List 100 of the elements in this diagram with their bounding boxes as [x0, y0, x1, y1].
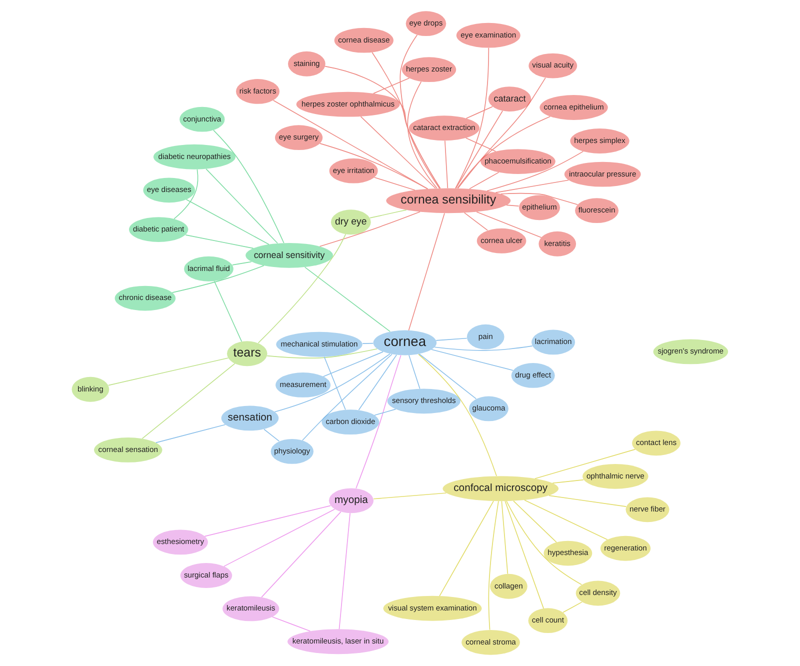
connector — [323, 351, 384, 377]
connector — [324, 66, 441, 189]
connector — [362, 342, 374, 344]
connector — [258, 234, 346, 344]
node-ellipse: visual acuity — [528, 53, 578, 78]
connector — [418, 354, 497, 476]
node-ellipse: cataract extraction — [408, 116, 480, 141]
node-ellipse: eye drops — [406, 11, 446, 36]
node-ellipse: diabetic neuropathies — [153, 144, 236, 170]
node-ellipse: glaucoma — [468, 396, 508, 422]
connector — [338, 512, 350, 630]
node-ellipse: confocal microscopy — [442, 476, 559, 502]
node-ellipse: cornea disease — [334, 28, 394, 53]
node-ellipse: risk factors — [236, 79, 280, 104]
node-ellipse: carbon dioxide — [322, 410, 380, 435]
node-ellipse: intraocular pressure — [564, 162, 641, 187]
node-ellipse: lacrimation — [532, 330, 576, 355]
connector — [302, 354, 392, 441]
connector — [486, 151, 584, 192]
node-ellipse: pain — [466, 324, 504, 350]
connector — [142, 363, 236, 439]
node-ellipse: myopia — [328, 488, 374, 514]
connector — [408, 354, 420, 390]
connector — [455, 110, 503, 189]
connector — [504, 500, 544, 609]
connector — [439, 500, 494, 596]
connector — [224, 508, 336, 567]
connector — [464, 212, 488, 231]
connector — [264, 428, 280, 442]
node-ellipse: eye surgery — [275, 125, 323, 150]
node-ellipse: hypesthesia — [544, 540, 592, 566]
connector — [156, 424, 226, 444]
connector — [506, 204, 520, 206]
connector — [552, 479, 584, 484]
connector — [108, 358, 229, 386]
connector — [562, 602, 582, 613]
node-ellipse: cornea epithelium — [540, 95, 608, 120]
node-ellipse: ophthalmic nerve — [582, 464, 648, 489]
node-ellipse: measurement — [276, 372, 331, 398]
connector — [455, 47, 490, 189]
connector — [174, 169, 198, 220]
connector — [476, 211, 542, 238]
node-ellipse: diabetic patient — [129, 217, 188, 242]
connector — [185, 234, 254, 249]
node-ellipse: phacoemulsification — [480, 149, 556, 174]
node-ellipse: epithelium — [518, 195, 560, 220]
connector — [418, 354, 477, 400]
connector — [213, 130, 284, 244]
connector — [407, 81, 438, 189]
node-ellipse: mechanical stimulation — [276, 332, 362, 357]
connector — [266, 348, 378, 358]
connector — [374, 408, 396, 416]
node-ellipse: cell density — [576, 580, 620, 606]
connector — [358, 354, 397, 410]
connector — [272, 100, 428, 190]
node-ellipse: cell count — [528, 608, 568, 634]
node-ellipse: regeneration — [600, 536, 651, 561]
connector — [506, 500, 582, 586]
node-ellipse: dry eye — [330, 210, 371, 235]
connector — [374, 176, 416, 191]
connector — [500, 192, 578, 206]
connector — [373, 78, 410, 94]
node-ellipse: cataract — [488, 86, 532, 112]
connector — [214, 280, 242, 342]
connector — [272, 616, 311, 632]
node-ellipse: sensation — [221, 406, 279, 431]
node-ellipse: staining — [288, 51, 326, 76]
node-ellipse: cornea sensibility — [386, 188, 511, 214]
node-ellipse: lacrimal fluid — [184, 256, 234, 282]
node-ellipse: conjunctiva — [180, 106, 225, 132]
node-ellipse: nerve fiber — [626, 497, 670, 522]
connector — [534, 448, 636, 480]
node-ellipse: fluorescein — [575, 198, 619, 224]
node-ellipse: chronic disease — [114, 286, 176, 311]
node-ellipse: keratitis — [538, 231, 576, 256]
node-ellipse: eye examination — [456, 22, 520, 48]
connector — [436, 338, 468, 341]
node-ellipse: physiology — [270, 438, 314, 464]
connector — [434, 346, 533, 351]
node-ellipse: blinking — [72, 376, 110, 402]
connector — [466, 138, 496, 152]
connector — [370, 210, 407, 218]
connector — [172, 265, 264, 293]
connector — [501, 500, 508, 574]
node-ellipse: drug effect — [511, 363, 555, 388]
connector — [408, 212, 445, 331]
node-ellipse: sjogren's syndrome — [653, 339, 728, 364]
connector — [360, 116, 436, 189]
node-ellipse: herpes zoster ophthalmicus — [296, 92, 400, 117]
connector — [261, 511, 342, 598]
connector — [304, 266, 391, 332]
connector — [373, 492, 447, 500]
connector — [469, 172, 500, 190]
node-ellipse: corneal sensation — [94, 438, 162, 462]
node-ellipse: esthesiometry — [152, 530, 208, 555]
connector — [548, 495, 627, 508]
node-ellipse: cornea — [373, 330, 437, 356]
node-ellipse: corneal stroma — [462, 630, 520, 655]
connector — [206, 168, 278, 244]
connector — [319, 143, 428, 190]
